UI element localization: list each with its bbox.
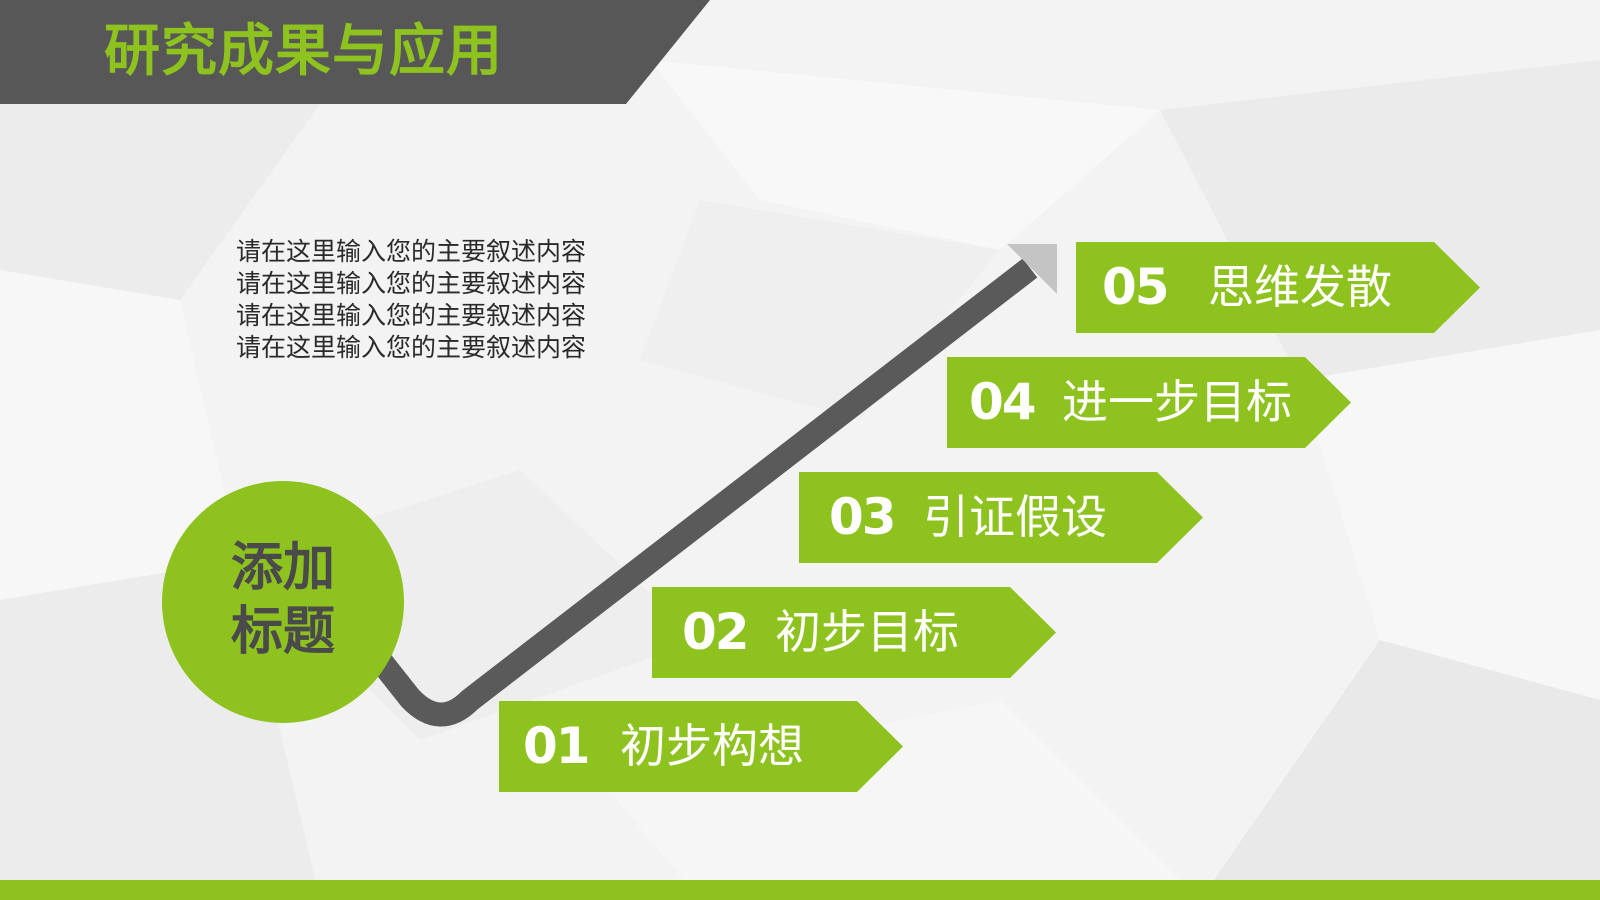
step-05: 05 思维发散 [1076,242,1480,333]
center-title-line: 添加 [230,538,335,598]
description-line: 请在这里输入您的主要叙述内容 [236,333,587,362]
step-number: 04 [969,373,1037,431]
center-topic-title: 添加 标题 [162,536,404,664]
step-arrow-shape [799,472,1203,563]
step-arrow-shape [652,587,1056,678]
title-banner [0,0,710,104]
step-label: 初步构想 [620,719,804,773]
step-03: 03 引证假设 [799,472,1203,563]
description-line: 请在这里输入您的主要叙述内容 [236,301,587,330]
step-label: 进一步目标 [1062,375,1292,429]
step-arrow-shape [947,357,1351,448]
description-line: 请在这里输入您的主要叙述内容 [236,237,587,266]
description-line: 请在这里输入您的主要叙述内容 [236,269,587,298]
page-title: 研究成果与应用 [104,19,503,84]
arrow-head [1007,244,1057,294]
step-label: 初步目标 [775,605,959,659]
step-arrow-shape [1076,242,1480,333]
description-text: 请在这里输入您的主要叙述内容 请在这里输入您的主要叙述内容 请在这里输入您的主要… [236,236,656,364]
step-arrow-shape [499,701,903,792]
step-label: 引证假设 [923,490,1107,544]
center-title-line: 标题 [230,602,335,662]
bottom-accent-bar [0,880,1600,900]
step-label: 思维发散 [1208,260,1392,314]
step-number: 01 [523,717,591,775]
center-topic-circle: 添加 标题 [162,481,404,723]
step-number: 02 [682,603,750,661]
step-number: 03 [829,488,897,546]
step-01: 01 初步构想 [499,701,903,792]
step-02: 02 初步目标 [652,587,1056,678]
step-number: 05 [1102,258,1170,316]
step-04: 04 进一步目标 [947,357,1351,448]
